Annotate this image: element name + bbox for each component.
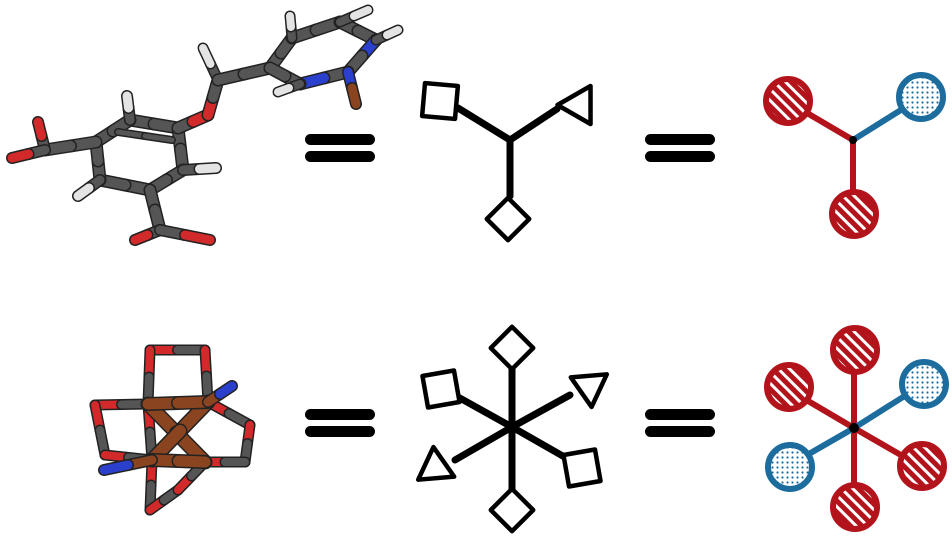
- square-end-shape: [488, 324, 536, 372]
- blue-dotted-node: [899, 359, 949, 409]
- square-end-shape: [419, 80, 461, 122]
- square-end-shape: [561, 447, 603, 489]
- bond-stick: [122, 91, 133, 113]
- red-hatched-node: [830, 325, 880, 375]
- equals-sign-bar-top: [305, 409, 375, 420]
- bond-stick: [265, 63, 290, 81]
- node-center-dot: [849, 136, 857, 144]
- red-hatched-node: [763, 76, 813, 126]
- bond-stick: [199, 44, 215, 68]
- equals-signs: [305, 134, 715, 437]
- equals-sign-bar-top: [645, 134, 715, 145]
- equals-sign-bar-top: [305, 134, 375, 145]
- glyph-arm: [508, 423, 572, 463]
- bond-stick: [195, 163, 221, 174]
- linker-molecule-model: [6, 4, 404, 246]
- square-end-shape: [488, 486, 536, 534]
- equals-sign-bar-bottom: [305, 426, 375, 437]
- equals-sign-bar-top: [645, 409, 715, 420]
- node-center-dot: [849, 423, 859, 433]
- glyph-diamond-arm-end: [488, 486, 536, 534]
- equals-sign-bar-bottom: [645, 151, 715, 162]
- bond-stick: [33, 117, 46, 141]
- equals-sign-bar-bottom: [645, 426, 715, 437]
- glyph-triangle-arm-end: [555, 83, 593, 127]
- bond-stick: [115, 129, 148, 139]
- glyph-triangle-arm-end: [568, 372, 610, 410]
- glyph-arm: [451, 423, 516, 464]
- blue-dotted-node: [896, 72, 946, 122]
- red-hatched-node: [830, 482, 880, 532]
- bond-stick: [73, 183, 94, 201]
- bond-stick: [7, 149, 33, 163]
- red-hatched-node: [897, 441, 947, 491]
- bond-stick: [130, 230, 152, 245]
- bond-stick: [99, 460, 133, 475]
- glyph-arm: [506, 105, 561, 144]
- glyph-triangle-arm-end: [415, 444, 457, 482]
- bond-stick: [173, 455, 211, 468]
- bond-stick: [347, 83, 361, 109]
- glyph-square-arm-end: [420, 368, 462, 410]
- glyph-square-arm-end: [419, 80, 461, 122]
- triangle-end-shape: [415, 444, 457, 482]
- red-hatched-node: [829, 189, 879, 239]
- glyph-arm: [454, 104, 514, 144]
- schematic-glyphs: [415, 80, 610, 534]
- bond-stick: [383, 26, 402, 39]
- bond-stick: [142, 133, 175, 143]
- bond-stick: [180, 230, 215, 245]
- square-end-shape: [484, 195, 532, 243]
- red-hatched-node: [764, 362, 814, 412]
- glyph-diamond-arm-end: [488, 324, 536, 372]
- glyph-diamond-arm-end: [484, 195, 532, 243]
- paddlewheel-molecule-model: [89, 344, 256, 516]
- triangle-end-shape: [568, 372, 610, 410]
- colored-node-schematics: [763, 72, 949, 532]
- blue-dotted-node: [765, 442, 815, 492]
- glyph-arm: [454, 393, 516, 431]
- glyph-square-arm-end: [561, 447, 603, 489]
- equals-sign-bar-bottom: [305, 151, 375, 162]
- bond-stick: [350, 6, 372, 20]
- glyph-arm: [508, 391, 574, 431]
- bond-stick: [215, 381, 237, 399]
- square-end-shape: [420, 368, 462, 410]
- triangle-end-shape: [555, 83, 593, 127]
- bond-stick: [274, 84, 293, 96]
- bond-stick: [286, 12, 295, 31]
